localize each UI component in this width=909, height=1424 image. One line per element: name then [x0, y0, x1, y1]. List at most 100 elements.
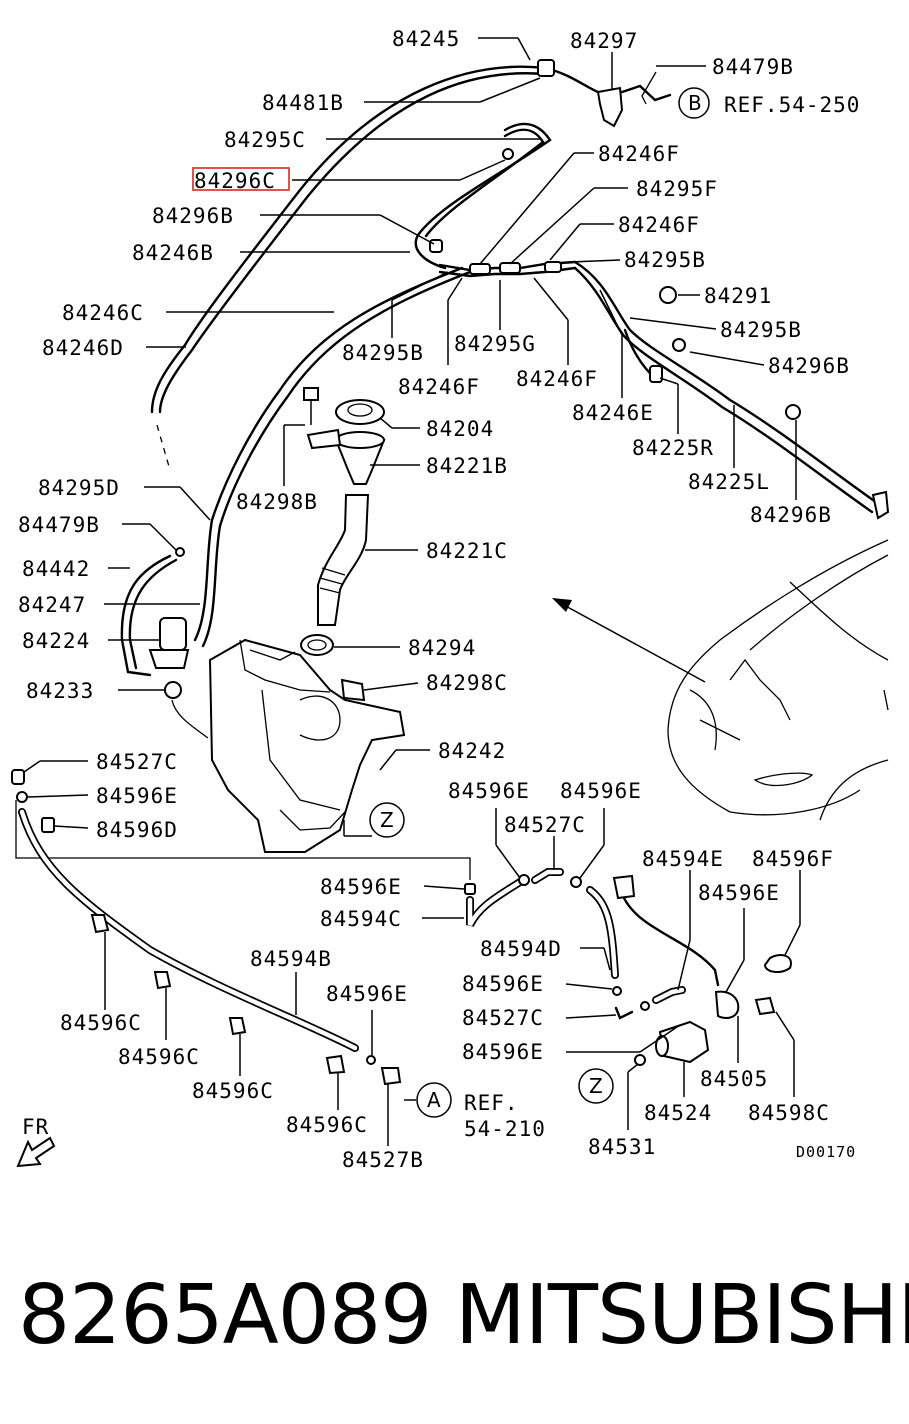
clip-84596C	[153, 971, 172, 990]
clip-84596D	[41, 817, 55, 833]
filler-bracket	[306, 428, 342, 450]
label-84527C: 84527C	[504, 813, 586, 837]
label-84481B: 84481B	[262, 91, 344, 115]
bolt	[303, 387, 319, 401]
label-84596D: 84596D	[96, 818, 178, 842]
label-84596E: 84596E	[462, 1040, 544, 1064]
label-84596E: 84596E	[96, 784, 178, 808]
ref-a-line2: 54-210	[464, 1117, 546, 1141]
ref-54-250: REF.54-250	[724, 93, 860, 117]
label-84296C: 84296C	[194, 169, 276, 193]
connector	[612, 874, 636, 900]
label-84295B: 84295B	[342, 341, 424, 365]
label-84527C: 84527C	[462, 1006, 544, 1030]
label-84297: 84297	[570, 29, 638, 53]
label-84295B: 84295B	[624, 248, 706, 272]
callout-z: Z	[589, 1074, 603, 1098]
footer: 8265A089 MITSUBISHI	[0, 1268, 909, 1368]
connector	[544, 261, 562, 273]
rear-nozzle	[871, 490, 890, 520]
label-84596C: 84596C	[286, 1113, 368, 1137]
label-84242: 84242	[438, 739, 506, 763]
label-84296B: 84296B	[750, 503, 832, 527]
hose-joint	[537, 59, 555, 77]
label-84527C: 84527C	[96, 750, 178, 774]
nut-84531	[634, 1054, 646, 1066]
label-84291: 84291	[704, 284, 772, 308]
seal	[300, 634, 334, 656]
check-valve	[11, 769, 25, 785]
clip-84296B	[429, 239, 443, 253]
label-84524: 84524	[644, 1101, 712, 1125]
label-84204: 84204	[426, 417, 494, 441]
clip-84596E	[464, 883, 476, 895]
washer-nozzle	[596, 86, 624, 128]
label-84527B: 84527B	[342, 1148, 424, 1172]
clip	[570, 876, 582, 888]
joint-84527B	[380, 1067, 402, 1086]
label-84294: 84294	[408, 636, 476, 660]
clip-84296B	[672, 338, 686, 352]
clip	[640, 1001, 650, 1011]
label-84596F: 84596F	[752, 847, 834, 871]
label-84594D: 84594D	[480, 937, 562, 961]
label-84295F: 84295F	[636, 177, 718, 201]
label-84596E: 84596E	[448, 779, 530, 803]
label-84594B: 84594B	[250, 947, 332, 971]
label-84245: 84245	[392, 27, 460, 51]
label-84596E: 84596E	[698, 881, 780, 905]
brand-name: MITSUBISHI	[455, 1268, 909, 1363]
clip-84596C	[325, 1054, 346, 1075]
grommet-84233	[164, 681, 182, 699]
clamp-84505	[714, 990, 740, 1019]
diagram-code: D00170	[796, 1143, 856, 1161]
label-84594E: 84594E	[642, 847, 724, 871]
bolt-84298C	[340, 678, 366, 702]
clip-84479B	[175, 547, 185, 557]
tank-cap	[335, 399, 385, 425]
label-84224: 84224	[22, 629, 90, 653]
label-84442: 84442	[22, 557, 90, 581]
label-84479B: 84479B	[18, 513, 100, 537]
label-84596C: 84596C	[192, 1079, 274, 1103]
label-84298B: 84298B	[236, 490, 318, 514]
label-84596E: 84596E	[326, 982, 408, 1006]
label-84246F: 84246F	[398, 375, 480, 399]
label-84295B: 84295B	[720, 318, 802, 342]
filler-tube	[317, 494, 370, 626]
clip-84596C	[228, 1017, 247, 1036]
leader-lines	[23, 37, 801, 1146]
label-84246F: 84246F	[618, 213, 700, 237]
clip	[16, 791, 28, 803]
label-84594C: 84594C	[320, 907, 402, 931]
washer-pump	[159, 617, 187, 651]
clip-84225R	[649, 365, 663, 383]
label-84295G: 84295G	[454, 332, 536, 356]
callout-circles	[369, 87, 710, 1118]
highlight-box	[192, 167, 290, 191]
part-labels: 84245 84297 84479B B REF.54-250 84481B 8…	[18, 27, 860, 1172]
label-84246C: 84246C	[62, 301, 144, 325]
part-number: 8265A089	[18, 1268, 432, 1363]
washer-tank-assembly	[120, 387, 406, 853]
label-84295D: 84295D	[38, 476, 120, 500]
label-84479B: 84479B	[712, 55, 794, 79]
callout-z: Z	[380, 808, 394, 832]
clip	[502, 148, 514, 160]
clip-84596E	[366, 1055, 376, 1065]
grommet-84291	[659, 286, 677, 304]
label-84246D: 84246D	[42, 336, 124, 360]
label-84225L: 84225L	[688, 470, 770, 494]
callout-b: B	[688, 91, 702, 115]
label-fr: FR	[22, 1115, 49, 1139]
band-84596F	[763, 954, 792, 973]
label-84596E: 84596E	[320, 875, 402, 899]
label-84598C: 84598C	[748, 1101, 830, 1125]
ref-a-line1: REF.	[464, 1091, 519, 1115]
clip-84296B	[785, 404, 801, 420]
label-84225R: 84225R	[632, 436, 714, 460]
washer-tank	[208, 638, 406, 853]
label-84531: 84531	[588, 1135, 656, 1159]
clip	[612, 986, 622, 996]
